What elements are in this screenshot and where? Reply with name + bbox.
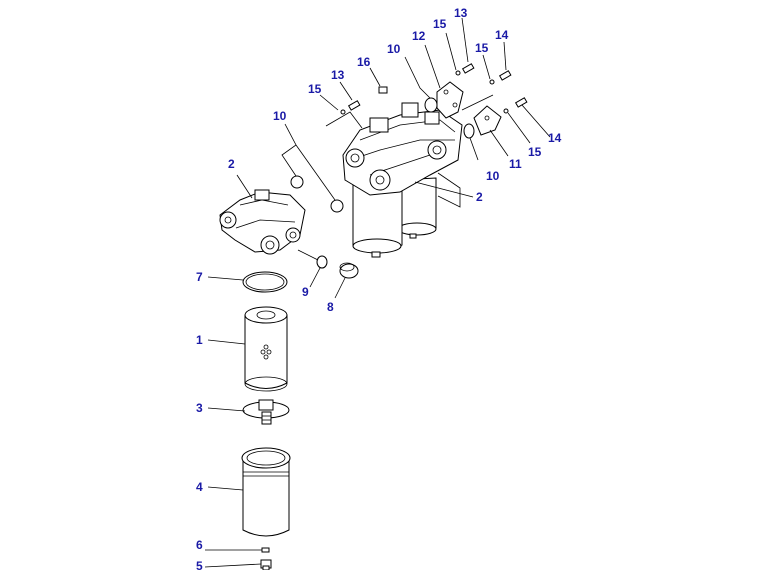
filter-element-1 bbox=[244, 306, 288, 392]
callout-10-right: 10 bbox=[486, 169, 500, 183]
callout-10-left: 10 bbox=[273, 109, 287, 123]
center-bolt-3 bbox=[242, 399, 290, 425]
callout-13-top: 13 bbox=[454, 6, 468, 20]
callout-6: 6 bbox=[196, 538, 203, 552]
drain-plug-5 bbox=[260, 559, 272, 570]
filter-case-4 bbox=[241, 447, 291, 537]
callout-15-right: 15 bbox=[528, 145, 542, 159]
double-filter-head-assembly bbox=[342, 102, 463, 258]
callout-14-right: 14 bbox=[548, 131, 562, 145]
callout-labels: 1 2 2 3 4 5 6 7 8 9 10 10 10 10 11 12 13… bbox=[196, 6, 562, 570]
plug-8 bbox=[339, 262, 359, 279]
cover-plate-12 bbox=[436, 81, 464, 119]
o-ring-10 bbox=[330, 199, 344, 213]
callout-5: 5 bbox=[196, 559, 203, 570]
o-ring-10 bbox=[463, 123, 475, 139]
bolts-upper bbox=[340, 63, 528, 115]
callout-8: 8 bbox=[327, 300, 334, 314]
o-ring-10 bbox=[290, 175, 304, 189]
callout-14-top: 14 bbox=[495, 28, 509, 42]
callout-16: 16 bbox=[357, 55, 371, 69]
o-ring-6 bbox=[261, 547, 270, 553]
callout-10-top: 10 bbox=[387, 42, 401, 56]
o-ring-9 bbox=[316, 255, 328, 269]
callout-7: 7 bbox=[196, 270, 203, 284]
leader-lines bbox=[204, 17, 551, 568]
callout-12: 12 bbox=[412, 29, 426, 43]
single-filter-head bbox=[219, 189, 306, 255]
callout-4: 4 bbox=[196, 480, 203, 494]
callout-13-left: 13 bbox=[331, 68, 345, 82]
cover-plate-11 bbox=[473, 105, 502, 136]
callout-11: 11 bbox=[509, 157, 522, 171]
callout-2-left: 2 bbox=[228, 157, 235, 171]
callout-1: 1 bbox=[196, 333, 203, 347]
callout-9: 9 bbox=[302, 285, 309, 299]
callout-15-left: 15 bbox=[308, 82, 322, 96]
callout-3: 3 bbox=[196, 401, 203, 415]
gasket-7 bbox=[242, 271, 288, 293]
callout-15-mid: 15 bbox=[475, 41, 489, 55]
callout-2-right: 2 bbox=[476, 190, 483, 204]
o-ring-10 bbox=[424, 97, 438, 113]
callout-15-top: 15 bbox=[433, 17, 447, 31]
